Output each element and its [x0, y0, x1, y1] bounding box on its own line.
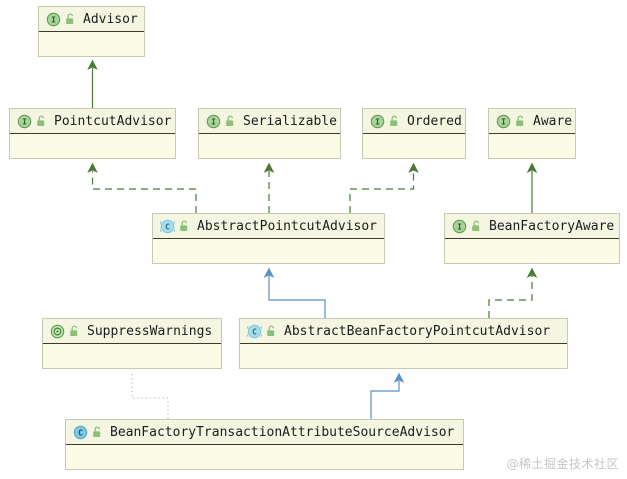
uml-node-header: I Serializable: [199, 109, 340, 134]
lock-open-icon: [265, 324, 278, 339]
uml-node-bean-factory-transaction-attribute-source-advisor[interactable]: C BeanFactoryTransactionAttributeSourceA…: [65, 419, 464, 470]
edge-bean-factory-transaction-advisor-to-suppress-warnings: [131, 371, 169, 419]
lock-open-icon: [64, 12, 77, 27]
lock-open-icon: [68, 324, 81, 339]
uml-node-body: [153, 239, 384, 263]
class-icon: C: [73, 425, 88, 440]
uml-node-title: Advisor: [83, 11, 138, 27]
uml-node-title: Aware: [533, 113, 573, 129]
svg-text:I: I: [211, 117, 216, 126]
interface-icon: I: [46, 12, 61, 27]
uml-node-body: [445, 239, 619, 263]
uml-node-header: C AbstractBeanFactoryPointcutAdvisor: [240, 319, 567, 344]
uml-node-header: SuppressWarnings: [43, 319, 221, 344]
interface-icon: I: [370, 114, 385, 129]
uml-node-pointcut-advisor[interactable]: I PointcutAdvisor: [9, 108, 176, 159]
svg-text:C: C: [78, 428, 83, 437]
svg-text:C: C: [165, 222, 170, 231]
uml-node-body: [66, 445, 463, 469]
uml-node-title: AbstractPointcutAdvisor: [197, 218, 378, 234]
uml-node-header: I Advisor: [39, 7, 144, 32]
svg-text:I: I: [501, 117, 506, 126]
uml-node-suppress-warnings[interactable]: SuppressWarnings: [42, 318, 222, 369]
uml-node-title: PointcutAdvisor: [54, 113, 172, 129]
abstract-class-icon: C: [158, 219, 177, 234]
annotation-icon: [50, 324, 65, 339]
uml-node-header: I BeanFactoryAware: [445, 214, 619, 239]
edge-abstract-pointcut-advisor-to-ordered: [349, 162, 419, 213]
uml-node-abstract-pointcut-advisor[interactable]: C AbstractPointcutAdvisor: [152, 213, 385, 264]
interface-icon: I: [452, 219, 467, 234]
uml-node-body: [39, 32, 144, 56]
edge-abstract-pointcut-advisor-to-pointcut-advisor: [87, 162, 197, 213]
uml-node-body: [10, 134, 175, 158]
interface-icon: I: [496, 114, 511, 129]
svg-text:I: I: [375, 117, 380, 126]
uml-node-body: [43, 344, 221, 368]
interface-icon: I: [206, 114, 221, 129]
uml-node-abstract-bean-factory-pointcut-advisor[interactable]: C AbstractBeanFactoryPointcutAdvisor: [239, 318, 568, 369]
uml-node-header: I Aware: [489, 109, 575, 134]
uml-node-header: C BeanFactoryTransactionAttributeSourceA…: [66, 420, 463, 445]
interface-icon: I: [17, 114, 32, 129]
uml-node-title: AbstractBeanFactoryPointcutAdvisor: [284, 323, 551, 339]
uml-node-title: BeanFactoryAware: [489, 218, 615, 234]
watermark: @稀土掘金技术社区: [506, 457, 619, 471]
svg-text:I: I: [457, 222, 462, 231]
lock-open-icon: [470, 219, 483, 234]
edge-abstract-bean-factory-pointcut-advisor-to-bean-factory-aware: [488, 267, 538, 318]
lock-open-icon: [514, 114, 527, 129]
uml-node-body: [240, 344, 567, 368]
uml-node-title: BeanFactoryTransactionAttributeSourceAdv…: [110, 424, 455, 440]
uml-node-advisor[interactable]: I Advisor: [38, 6, 145, 57]
uml-node-header: C AbstractPointcutAdvisor: [153, 214, 384, 239]
uml-node-body: [199, 134, 340, 158]
lock-open-icon: [178, 219, 191, 234]
abstract-class-icon: C: [245, 324, 264, 339]
lock-open-icon: [388, 114, 401, 129]
svg-text:I: I: [51, 15, 56, 24]
uml-node-header: I Ordered: [363, 109, 465, 134]
uml-node-aware[interactable]: I Aware: [488, 108, 576, 159]
edge-bean-factory-transaction-advisor-to-abstract-bean-factory-pointcut-advisor: [370, 372, 405, 419]
uml-node-serializable[interactable]: I Serializable: [198, 108, 341, 159]
svg-text:C: C: [252, 327, 257, 336]
edge-abstract-bean-factory-pointcut-advisor-to-abstract-pointcut-advisor: [263, 267, 326, 318]
uml-node-title: SuppressWarnings: [87, 323, 213, 339]
uml-node-title: Serializable: [243, 113, 337, 129]
lock-open-icon: [35, 114, 48, 129]
uml-node-body: [363, 134, 465, 158]
uml-node-title: Ordered: [407, 113, 462, 129]
uml-node-bean-factory-aware[interactable]: I BeanFactoryAware: [444, 213, 620, 264]
uml-node-body: [489, 134, 575, 158]
uml-node-ordered[interactable]: I Ordered: [362, 108, 466, 159]
lock-open-icon: [224, 114, 237, 129]
svg-text:I: I: [22, 117, 27, 126]
lock-open-icon: [91, 425, 104, 440]
uml-node-header: I PointcutAdvisor: [10, 109, 175, 134]
